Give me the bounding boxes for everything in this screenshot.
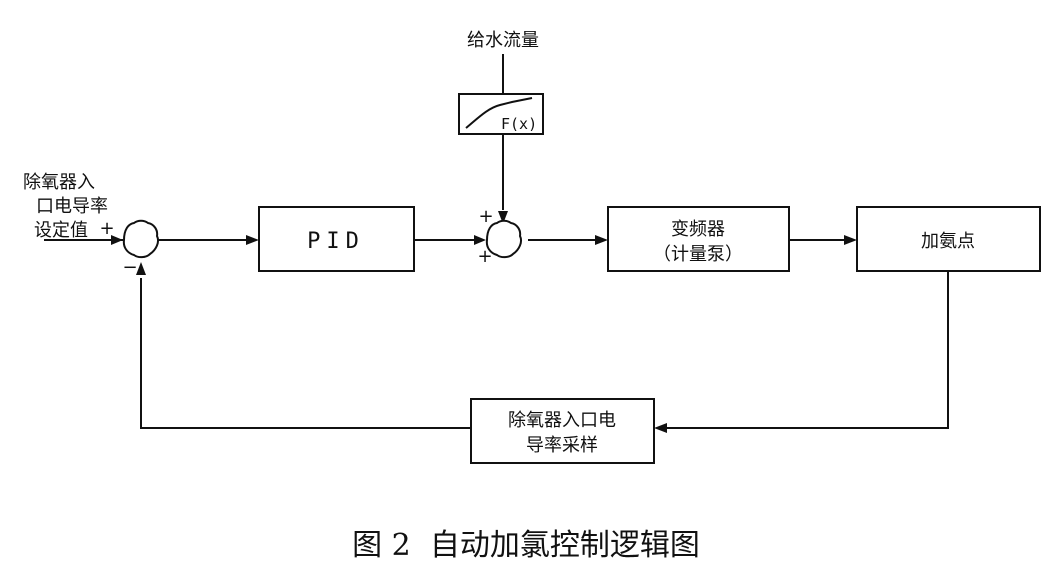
function-block-label: F(x)	[501, 115, 537, 133]
sum1-plus-sign: +	[99, 218, 114, 239]
feedwater-flow-label: 给水流量	[467, 30, 539, 51]
sampling-label-line1: 除氧器入口电	[508, 410, 616, 431]
arrow-into-dosing	[844, 235, 857, 245]
arrowheads	[111, 211, 857, 433]
sampling-block	[470, 398, 655, 464]
arrow-into-sum2-top	[498, 211, 508, 224]
dosing-to-sampling-line	[664, 272, 949, 429]
arrow-into-sampling	[654, 423, 667, 433]
pid-block	[258, 206, 415, 272]
arrow-into-pid	[246, 235, 259, 245]
sampling-to-sum1-line	[140, 278, 471, 429]
sampling-label-line2: 导率采样	[526, 435, 598, 456]
figure-caption: 图 2 自动加氯控制逻辑图	[352, 528, 700, 563]
vfd-block-label-line2: （计量泵）	[653, 244, 743, 265]
arrow-into-vfd	[595, 235, 608, 245]
arrow-into-sum1-bottom	[136, 262, 146, 275]
function-block	[458, 93, 544, 135]
setpoint-label-line3: 设定值	[34, 220, 88, 241]
pid-block-label: PID	[307, 229, 365, 254]
setpoint-label-line2: 口电导率	[36, 196, 108, 217]
connection-lines	[44, 54, 949, 429]
vfd-block-label-line1: 变频器	[671, 219, 725, 240]
sum1-minus-sign: −	[122, 257, 137, 278]
arrow-into-sum2-left	[474, 235, 486, 245]
dosing-point-block	[856, 206, 1041, 272]
dosing-point-label: 加氨点	[921, 231, 975, 252]
sum2-bottom-plus-sign: +	[477, 246, 492, 267]
arrow-into-sum1	[111, 235, 123, 245]
vfd-block	[607, 206, 790, 272]
sum2-top-plus-sign: +	[478, 206, 493, 227]
summing-junction-2	[485, 219, 523, 259]
setpoint-label-line1: 除氧器入	[23, 172, 95, 193]
summing-junction-1	[122, 219, 160, 259]
function-curve-icon	[465, 97, 533, 129]
